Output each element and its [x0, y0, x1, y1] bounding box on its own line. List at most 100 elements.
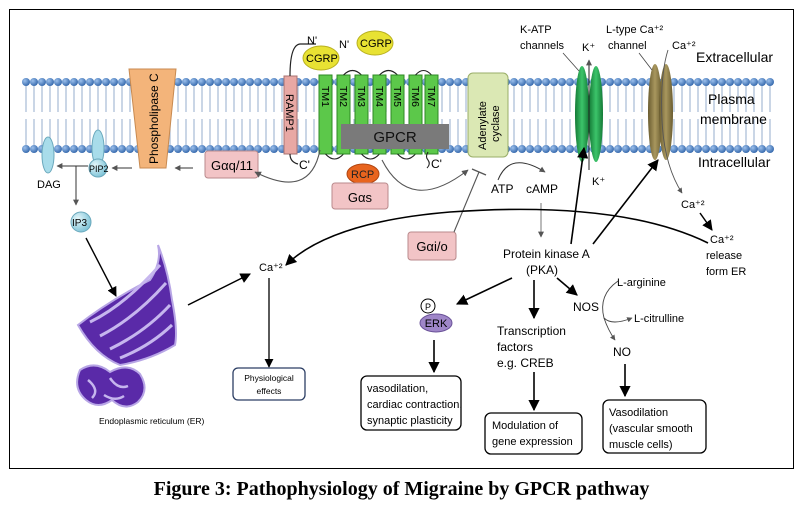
gene-line-1: Modulation of	[492, 420, 559, 432]
arrow-pka-to-nos	[556, 277, 578, 296]
gene-line-2: gene expression	[492, 436, 573, 448]
phospholipase-c-label: Phospholipase C	[147, 73, 161, 164]
tm-loop	[361, 153, 380, 160]
gpcr-box: GPCR	[341, 124, 449, 149]
lipid-head	[126, 145, 134, 153]
gpcr-label: GPCR	[373, 129, 417, 146]
lipid-head	[118, 78, 126, 86]
arrow-er-to-ca	[187, 273, 251, 306]
lipid-head	[766, 78, 774, 86]
tm-label-7: TM7	[425, 86, 437, 107]
lipid-head	[510, 145, 518, 153]
tm-loop	[415, 69, 432, 76]
lipid-head	[630, 78, 638, 86]
arrow-ca-influx	[661, 49, 683, 194]
lipid-head	[686, 145, 694, 153]
lipid-head	[566, 78, 574, 86]
lipid-head	[726, 78, 734, 86]
lipid-head	[174, 78, 182, 86]
lipid-head	[270, 78, 278, 86]
lipid-head	[254, 78, 262, 86]
dag-molecule	[41, 136, 55, 174]
tm-label-4: TM4	[373, 86, 385, 107]
pip2-label: PIP2	[89, 164, 109, 174]
inhibit-gaio-to-ac	[453, 171, 480, 233]
erk-effect-line-2: cardiac contraction,	[367, 399, 462, 411]
lipid-head	[526, 78, 534, 86]
tm-loop	[325, 153, 344, 160]
lipid-head	[38, 78, 46, 86]
lipid-head	[310, 145, 318, 153]
katp-label-2: channels	[520, 40, 565, 52]
tf-label-3: e.g. CREB	[497, 356, 554, 370]
lipid-head	[110, 78, 118, 86]
lipid-head	[198, 145, 206, 153]
er-label: Endoplasmic reticulum (ER)	[99, 416, 205, 426]
lipid-head	[54, 145, 62, 153]
lipid-head	[758, 78, 766, 86]
gaio-label: Gαi/o	[416, 239, 447, 254]
lipid-head	[638, 78, 646, 86]
erk-node: P ERK	[419, 298, 453, 333]
k-out-label: K⁺	[582, 42, 595, 54]
lipid-head	[22, 78, 30, 86]
cgrp-free-label: CGRP	[360, 38, 392, 50]
lipid-head	[670, 145, 678, 153]
tm-label-5: TM5	[391, 86, 403, 107]
lipid-head	[54, 78, 62, 86]
lipid-head	[678, 145, 686, 153]
gaq11-box: Gαq/11	[204, 150, 259, 179]
lipid-head	[222, 78, 230, 86]
lipid-head	[438, 78, 446, 86]
lipid-head	[182, 78, 190, 86]
lipid-head	[622, 78, 630, 86]
ramp1: RAMP1	[283, 75, 298, 155]
gas-box: Gαs	[331, 182, 389, 210]
dag-label: DAG	[37, 179, 61, 191]
arrow-ca-to-release	[699, 212, 713, 231]
lipid-head	[190, 145, 198, 153]
vaso-line-1: Vasodilation	[609, 407, 668, 419]
ca-in-label: Ca⁺²	[681, 199, 705, 211]
lipid-head	[558, 78, 566, 86]
tm-label-6: TM6	[409, 86, 421, 107]
tm-loop	[343, 69, 362, 76]
ca-release-label-3: form ER	[706, 266, 746, 278]
rcp: RCP	[346, 163, 380, 185]
lipid-head	[102, 78, 110, 86]
adenylate-cyclase: Adenylate cyclase	[467, 72, 509, 158]
arrow-pka-to-erk	[455, 277, 513, 305]
lipid-head	[446, 78, 454, 86]
lipid-head	[230, 78, 238, 86]
lipid-head	[710, 78, 718, 86]
lipid-head	[46, 78, 54, 86]
n-terminus-label-2: N'	[339, 39, 349, 51]
tf-label-1: Transcription	[497, 324, 566, 338]
erk-effect-line-3: synaptic plasticity	[367, 415, 453, 427]
gaio-box: Gαi/o	[407, 231, 457, 261]
ltype-label-2: channel	[608, 40, 647, 52]
tm-label-3: TM3	[355, 86, 367, 107]
ltype-ca-channel	[648, 64, 673, 160]
lipid-head	[742, 78, 750, 86]
lipid-head	[526, 145, 534, 153]
lipid-head	[214, 78, 222, 86]
lipid-head	[606, 78, 614, 86]
figure-caption: Figure 3: Pathophysiology of Migraine by…	[153, 478, 650, 500]
lipid-head	[742, 145, 750, 153]
lipid-head	[678, 78, 686, 86]
lipid-head	[454, 78, 462, 86]
lipid-head	[310, 78, 318, 86]
lipid-head	[198, 78, 206, 86]
no-label: NO	[613, 345, 631, 359]
lipid-head	[78, 78, 86, 86]
lipid-head	[30, 145, 38, 153]
lipid-head	[22, 145, 30, 153]
lipid-head	[70, 145, 78, 153]
inhibit-bar	[471, 168, 487, 176]
lipid-head	[566, 145, 574, 153]
cgrp-bound: CGRP	[302, 45, 340, 71]
plasma-membrane-label-1: Plasma	[708, 91, 755, 107]
lipid-head	[542, 145, 550, 153]
